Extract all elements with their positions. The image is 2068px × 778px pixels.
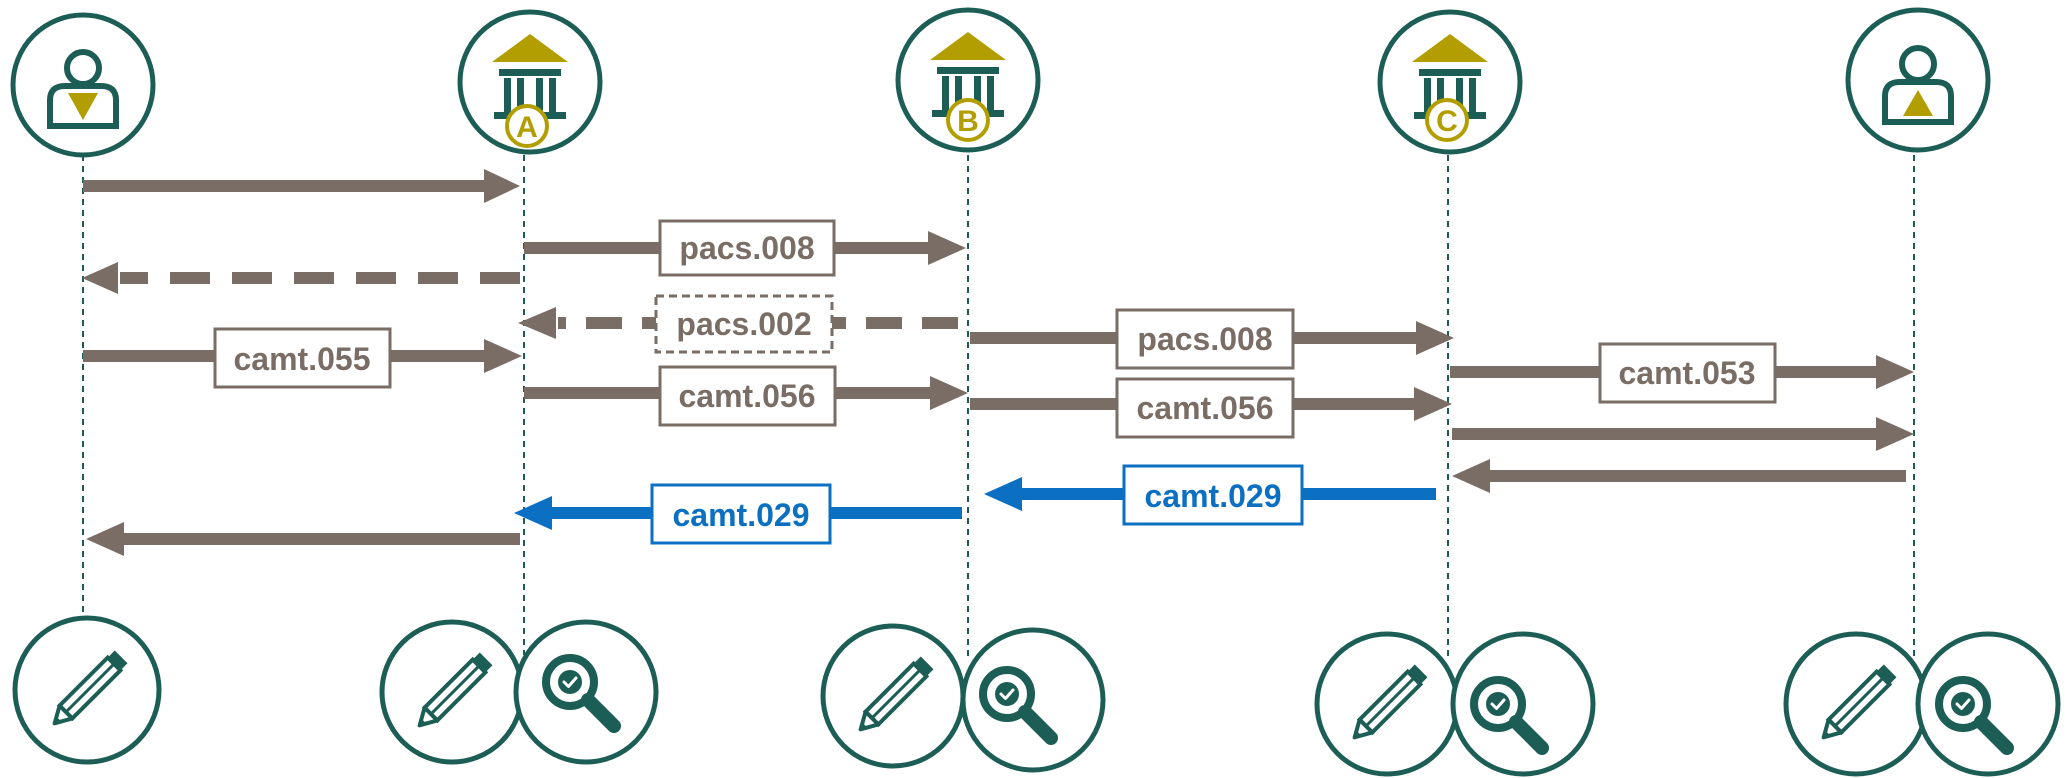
bottom-bank-a bbox=[379, 619, 659, 765]
bottom-debtor bbox=[12, 615, 162, 765]
lifelines bbox=[82, 155, 1915, 660]
message-label: pacs.002 bbox=[676, 306, 811, 342]
bank-a-letter: A bbox=[516, 111, 538, 144]
message-label: pacs.008 bbox=[1137, 321, 1272, 357]
message-arrow: camt.056 bbox=[970, 377, 1452, 439]
message-arrow bbox=[83, 169, 520, 203]
message-arrow: pacs.008 bbox=[970, 308, 1454, 370]
messages: pacs.008 pacs.002 pacs.008 camt.055 bbox=[82, 169, 1914, 556]
participant-bank-c: C bbox=[1377, 9, 1523, 155]
message-label: camt.056 bbox=[679, 378, 816, 414]
participant-bank-a: A bbox=[457, 9, 603, 155]
bottom-icons bbox=[12, 615, 2061, 777]
bank-b-letter: B bbox=[957, 105, 979, 138]
message-label: camt.029 bbox=[1145, 478, 1282, 514]
message-label: camt.056 bbox=[1137, 390, 1274, 426]
message-arrow bbox=[86, 522, 520, 556]
message-arrow: camt.056 bbox=[524, 365, 968, 427]
message-label: pacs.008 bbox=[679, 230, 814, 266]
message-arrow-dashed bbox=[82, 262, 520, 294]
message-arrow-blue: camt.029 bbox=[984, 464, 1436, 526]
message-arrow: pacs.008 bbox=[524, 219, 966, 277]
message-label: camt.029 bbox=[673, 497, 810, 533]
participant-bank-b: B bbox=[895, 7, 1041, 153]
message-label: camt.055 bbox=[234, 341, 371, 377]
bank-c-letter: C bbox=[1436, 105, 1458, 138]
message-arrow bbox=[1452, 459, 1906, 493]
message-arrow: camt.055 bbox=[83, 327, 522, 389]
bottom-creditor bbox=[1783, 631, 2061, 777]
message-arrow: camt.053 bbox=[1450, 342, 1914, 404]
person-debtor-icon bbox=[50, 52, 116, 126]
message-arrow-dashed: pacs.002 bbox=[518, 294, 958, 354]
participant-creditor bbox=[1845, 7, 1991, 153]
message-arrow-blue: camt.029 bbox=[514, 483, 962, 545]
message-arrow bbox=[1452, 417, 1914, 451]
bottom-bank-b bbox=[820, 623, 1106, 773]
participant-debtor bbox=[10, 12, 156, 158]
message-label: camt.053 bbox=[1619, 355, 1756, 391]
bottom-bank-c bbox=[1314, 631, 1596, 777]
person-creditor-icon bbox=[1885, 48, 1951, 122]
